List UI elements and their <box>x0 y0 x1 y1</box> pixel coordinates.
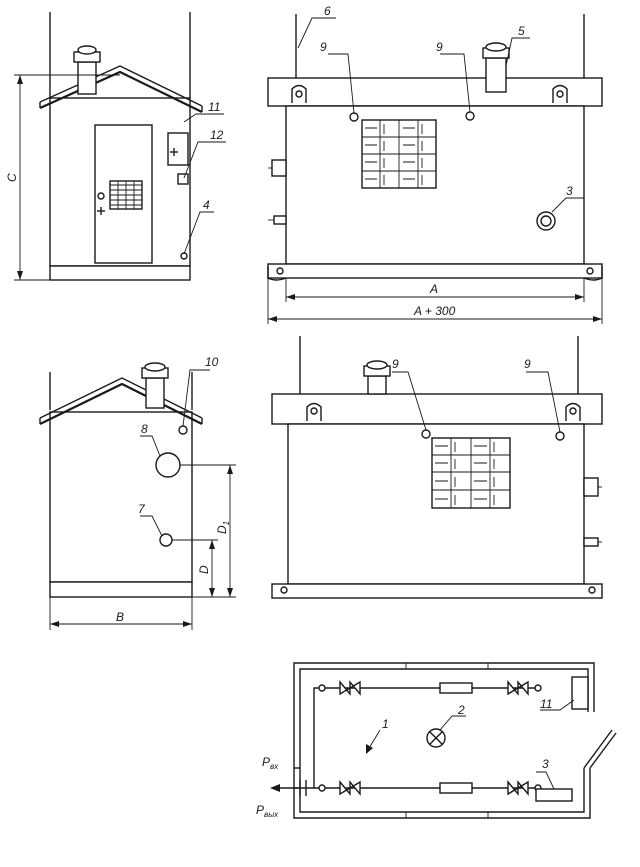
labels: C 11 12 4 6 9 9 5 3 A A + 300 10 8 7 D D… <box>5 4 573 819</box>
meter-3 <box>535 788 573 802</box>
callout-7: 7 <box>138 502 146 516</box>
dim-b-label: B <box>116 610 124 624</box>
callout-9-c: 9 <box>392 357 399 371</box>
panel-11 <box>571 676 589 710</box>
callout-12: 12 <box>210 128 224 142</box>
dim-d1-label: D1 <box>215 521 231 534</box>
filter-top <box>439 682 473 694</box>
outlet-8 <box>155 452 181 478</box>
small-box <box>177 173 189 185</box>
lock-icon <box>97 192 105 200</box>
callout-11-plan: 11 <box>540 697 552 711</box>
callout-8: 8 <box>141 422 148 436</box>
dim-a-label: A <box>429 282 438 296</box>
dim-a-plus-label: A + 300 <box>413 304 456 318</box>
callout-9-b: 9 <box>436 40 443 54</box>
top-beam-2 <box>271 393 603 425</box>
rear-base <box>49 581 193 598</box>
view-side-lower <box>271 336 603 599</box>
house-base <box>49 265 191 281</box>
vent-pipe <box>485 57 507 93</box>
dim-c-label: C <box>5 173 19 182</box>
electrical-box <box>167 132 189 166</box>
callout-4: 4 <box>203 198 210 212</box>
view-front-house <box>14 12 226 281</box>
filter-bottom <box>439 782 473 794</box>
view-rear-house <box>39 362 236 630</box>
callout-11: 11 <box>208 100 220 114</box>
top-beam <box>267 77 603 107</box>
chimney <box>77 61 97 95</box>
callout-10: 10 <box>205 355 219 369</box>
callout-1: 1 <box>382 717 389 731</box>
view-plan-schematic <box>270 662 617 819</box>
callout-3-top: 3 <box>566 184 573 198</box>
callout-3-plan: 3 <box>542 757 549 771</box>
rear-body <box>49 411 193 583</box>
callout-2: 2 <box>457 703 465 717</box>
pressure-out-label: Pвых <box>256 803 279 819</box>
pressure-in-label: Pвх <box>262 755 279 771</box>
callout-9-a: 9 <box>320 40 327 54</box>
view-side-upper <box>267 14 603 324</box>
callout-6: 6 <box>324 4 331 18</box>
dim-d-label: D <box>197 565 211 574</box>
roof <box>39 70 203 113</box>
callout-5: 5 <box>518 24 525 38</box>
callout-9-d: 9 <box>524 357 531 371</box>
bottom-skid-2 <box>271 583 603 599</box>
bottom-skid <box>267 263 603 279</box>
